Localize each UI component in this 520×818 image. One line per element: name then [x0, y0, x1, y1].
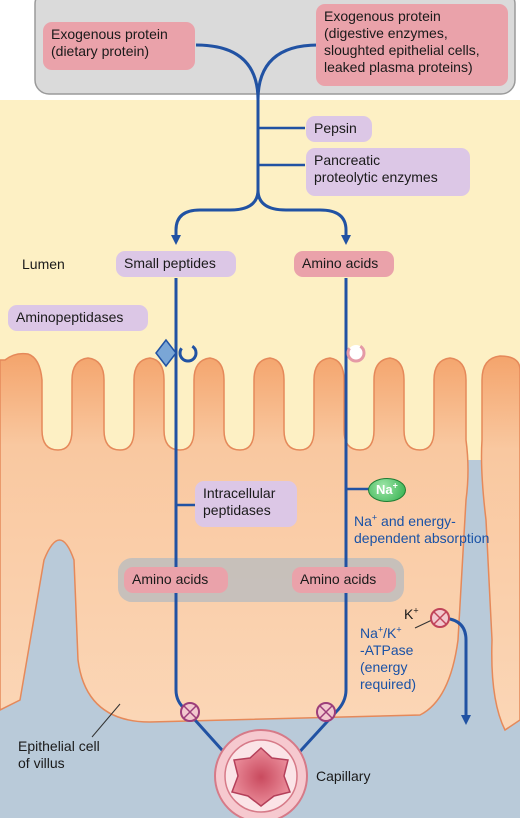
- capillary-vessel: [214, 729, 308, 818]
- aminopeptidases-label: Aminopeptidases: [8, 305, 148, 331]
- lumen-label: Lumen: [22, 256, 65, 272]
- arrow-to-small-peptides: [171, 189, 260, 245]
- exogenous-endogenous-label: Exogenous protein (digestive enzymes, sl…: [316, 4, 508, 86]
- amino-acids-cell-right-label: Amino acids: [292, 567, 396, 593]
- amino-acid-transporter-apical: [346, 343, 366, 363]
- na-k-atpase-pump: [430, 608, 450, 628]
- sodium-ion-badge: Na+: [368, 478, 406, 502]
- amino-acids-lumen-label: Amino acids: [294, 251, 394, 277]
- pepsin-label: Pepsin: [306, 116, 372, 142]
- intracellular-peptidases-label: Intracellular peptidases: [195, 481, 297, 527]
- epithelial-cell-label: Epithelial cell of villus: [18, 738, 100, 771]
- arrow-right-source: [256, 43, 319, 101]
- epithelial-cell-shape: [0, 352, 469, 723]
- arrow-right-pathway: [281, 278, 348, 772]
- pancreatic-enzymes-label: Pancreatic proteolytic enzymes: [306, 148, 470, 196]
- neighbour-villus-right: [480, 355, 520, 732]
- na-absorption-label: Na+ and energy-dependent absorption: [354, 512, 490, 546]
- peptide-transporter-left: [155, 338, 198, 368]
- small-peptides-label: Small peptides: [116, 251, 236, 277]
- exogenous-dietary-label: Exogenous protein (dietary protein): [43, 22, 195, 70]
- k-ion-label: K+: [404, 605, 419, 622]
- capillary-label: Capillary: [316, 768, 371, 784]
- arrow-to-amino-acids: [256, 189, 351, 245]
- amino-acids-cell-left-label: Amino acids: [124, 567, 228, 593]
- basolateral-transporter-left: [180, 702, 200, 722]
- basolateral-transporter-right: [316, 702, 336, 722]
